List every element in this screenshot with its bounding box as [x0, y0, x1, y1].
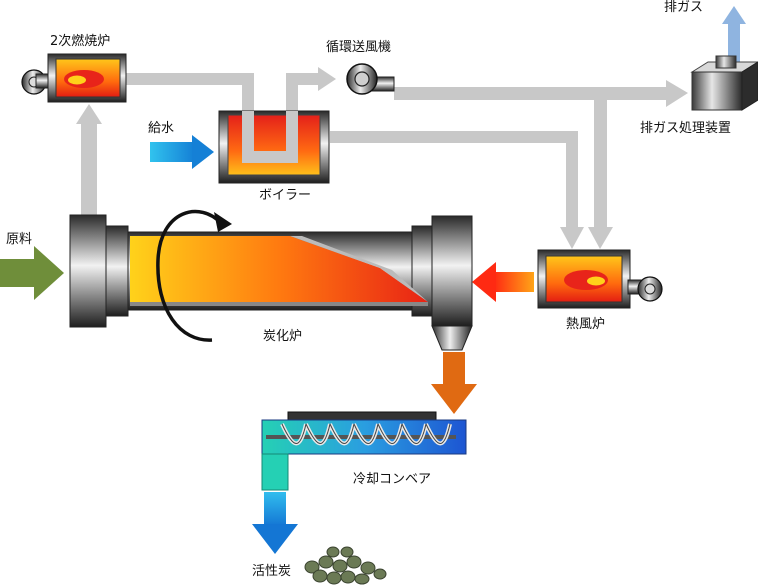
- pipe-to-fan: [286, 73, 320, 85]
- exhaust-arrow: [722, 6, 746, 62]
- label-exhaust-gas: 排ガス: [664, 0, 704, 15]
- pipe-arrowhead-to-treatment: [666, 80, 688, 107]
- label-circulation-fan: 循環送風機: [326, 40, 392, 55]
- pipe-arrowhead-down-left: [560, 227, 584, 249]
- rotation-arrow: [156, 209, 224, 342]
- label-exhaust-treatment: 排ガス処理装置: [640, 121, 732, 136]
- carbonization-furnace: [69, 209, 473, 351]
- cooling-conveyor: [261, 411, 467, 491]
- pipe-arrowhead-up: [76, 104, 102, 124]
- secondary-combustion-furnace: [21, 53, 127, 103]
- activated-carbon-arrow: [252, 492, 298, 554]
- boiler: [218, 110, 330, 184]
- pipe-arrowhead-down-right: [588, 227, 613, 249]
- label-raw-material: 原料: [6, 232, 33, 247]
- hot-air-arrow: [472, 262, 534, 302]
- pipe-arrowhead-to-fan: [318, 67, 336, 91]
- pipe-boiler-outlet: [330, 131, 578, 143]
- pipe-fan-to-treatment: [394, 87, 668, 100]
- circulation-fan: [346, 63, 395, 95]
- raw-material-arrow: [0, 246, 64, 300]
- exhaust-treatment-device: [690, 55, 758, 111]
- label-carbonization-furnace: 炭化炉: [263, 329, 303, 344]
- pipe-branch-right: [594, 87, 607, 229]
- label-water-supply: 給水: [148, 121, 175, 136]
- label-boiler: ボイラー: [259, 188, 312, 203]
- pipe-kiln-to-combustion: [81, 122, 97, 218]
- water-supply-arrow: [150, 135, 214, 169]
- gas-pipes: [76, 67, 688, 249]
- label-secondary-combustion: 2次燃焼炉: [50, 34, 111, 49]
- pipe-branch-left: [566, 131, 578, 229]
- label-cooling-conveyor: 冷却コンベア: [353, 472, 432, 487]
- label-hot-air-furnace: 熱風炉: [566, 317, 606, 332]
- pipe-combustion-to-boiler: [126, 73, 254, 85]
- activated-carbon-pellets: [304, 546, 387, 585]
- discharge-arrow: [431, 352, 477, 414]
- label-activated-carbon: 活性炭: [252, 564, 292, 579]
- hot-air-furnace: [537, 249, 663, 309]
- rotation-arrowhead: [214, 212, 232, 232]
